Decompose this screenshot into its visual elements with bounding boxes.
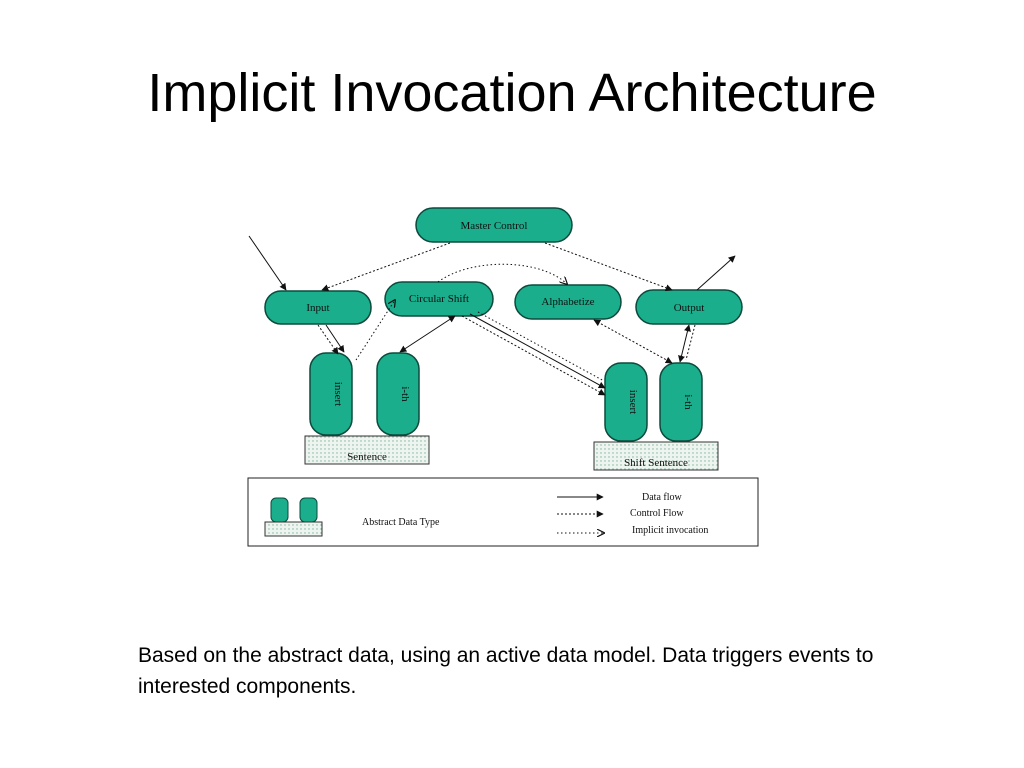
ith-right-op: i-th (659, 362, 703, 442)
circular-shift-label: Circular Shift (409, 293, 469, 305)
implicit-circshift-shiftsentence (477, 311, 605, 382)
ith-left-label: i-th (399, 386, 411, 402)
output-node: Output (635, 289, 743, 325)
flow-circshift-ith-left (399, 315, 456, 353)
control-master-input (321, 242, 451, 292)
master-control-node: Master Control (415, 207, 573, 243)
insert-right-label: insert (627, 390, 639, 414)
sentence-store: Sentence (304, 435, 430, 465)
slide-title: Implicit Invocation Architecture (147, 63, 877, 123)
input-node: Input (264, 290, 372, 325)
insert-left-op: insert (309, 352, 353, 436)
legend-box (247, 477, 759, 547)
ith-left-op: i-th (376, 352, 420, 436)
legend-implicit-label: Implicit invocation (632, 525, 708, 536)
arrow-output-external (696, 255, 736, 291)
output-label: Output (674, 302, 705, 314)
arrow-external-input (248, 235, 287, 291)
shift-sentence-label: Shift Sentence (624, 457, 688, 469)
input-label: Input (306, 302, 329, 314)
legend-control-flow-label: Control Flow (630, 508, 684, 519)
legend: Abstract Data Type Data flow Control Flo… (247, 477, 759, 547)
shift-sentence-store: Shift Sentence (593, 441, 719, 471)
alphabetize-label: Alphabetize (541, 296, 594, 308)
legend-adt-icon (264, 497, 323, 537)
caption: Based on the abstract data, using an act… (138, 644, 874, 698)
circular-shift-node: Circular Shift (384, 281, 494, 317)
implicit-circshift-alphabetize (437, 263, 567, 284)
legend-adt-label: Abstract Data Type (362, 517, 440, 528)
flow-circshift-insert-right-b (469, 313, 606, 389)
flow-alphabetize-ith-right (593, 319, 673, 364)
insert-right-op: insert (604, 362, 648, 442)
flow-input-insert-b (325, 324, 345, 353)
sentence-label: Sentence (347, 451, 387, 463)
alphabetize-node: Alphabetize (514, 284, 622, 320)
flow-circshift-insert-right (461, 315, 606, 396)
master-control-label: Master Control (461, 220, 528, 232)
control-master-output (544, 242, 673, 292)
flow-input-insert (317, 324, 339, 355)
insert-left-label: insert (332, 382, 344, 406)
legend-data-flow-label: Data flow (642, 492, 682, 503)
ith-right-label: i-th (682, 394, 694, 410)
flow-output-ith-right (678, 324, 691, 363)
